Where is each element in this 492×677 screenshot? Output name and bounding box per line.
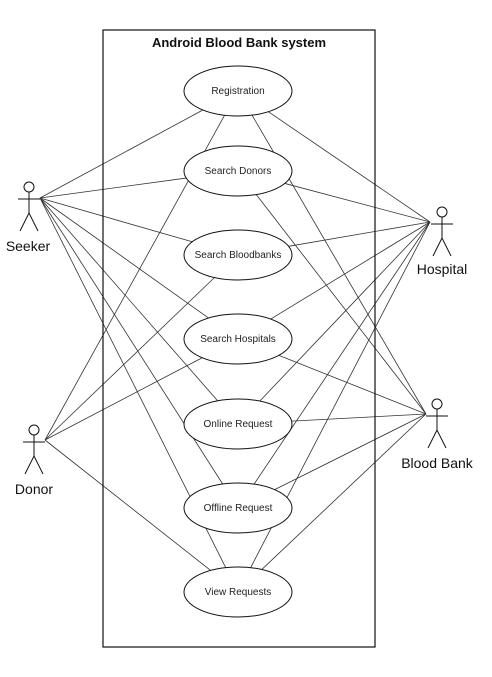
actor-label: Blood Bank — [401, 455, 474, 471]
use-case-label: Search Hospitals — [200, 334, 276, 345]
stick-figure-icon — [431, 206, 453, 257]
association-line-hospital-sh — [270, 221, 431, 320]
association-line-bloodbank-vr — [261, 413, 427, 570]
use-case-offline-request[interactable]: Offline Request — [183, 482, 293, 534]
use-case-registration[interactable]: Registration — [183, 65, 293, 117]
use-cases: Registration Search Donors Search Bloodb… — [183, 65, 293, 618]
actor-label: Donor — [15, 481, 53, 497]
actor-label: Seeker — [6, 238, 51, 254]
use-case-label: Registration — [211, 86, 264, 97]
association-line-bloodbank-sd — [255, 194, 427, 415]
association-line-hospital-or — [259, 221, 431, 402]
stick-figure-icon — [23, 424, 45, 475]
association-line-hospital-sb — [288, 221, 431, 247]
association-line-hospital-of — [253, 221, 431, 485]
use-case-search-bloodbanks[interactable]: Search Bloodbanks — [183, 229, 293, 281]
association-line-bloodbank-or — [291, 413, 427, 422]
use-case-search-hospitals[interactable]: Search Hospitals — [183, 313, 293, 365]
use-case-view-requests[interactable]: View Requests — [183, 566, 293, 618]
association-line-seeker-or — [39, 197, 219, 402]
use-case-ellipse — [183, 398, 293, 450]
stick-figure-icon — [426, 398, 448, 449]
association-line-hospital-sd — [284, 183, 431, 223]
use-case-ellipse — [183, 65, 293, 117]
actor-donor[interactable]: Donor — [15, 424, 53, 497]
use-case-label: Offline Request — [204, 503, 273, 514]
system-boundary — [102, 29, 376, 648]
association-line-donor-sb — [44, 277, 215, 441]
association-line-donor-vr — [44, 439, 211, 571]
actor-hospital[interactable]: Hospital — [417, 206, 468, 277]
use-case-ellipse — [183, 229, 293, 281]
actor-label: Hospital — [417, 261, 468, 277]
use-case-label: Search Donors — [205, 166, 272, 177]
use-case-label: View Requests — [205, 587, 272, 598]
association-line-bloodbank-of — [274, 413, 427, 491]
use-case-ellipse — [183, 482, 293, 534]
system-title: Android Blood Bank system — [152, 35, 326, 50]
association-line-seeker-sd — [39, 177, 187, 199]
use-case-ellipse — [183, 313, 293, 365]
use-case-online-request[interactable]: Online Request — [183, 398, 293, 450]
association-lines — [39, 109, 431, 571]
association-line-hospital-reg — [268, 111, 431, 223]
use-case-ellipse — [183, 145, 293, 197]
use-case-label: Online Request — [204, 419, 273, 430]
actor-seeker[interactable]: Seeker — [6, 181, 51, 254]
association-line-seeker-sb — [39, 197, 193, 243]
use-case-search-donors[interactable]: Search Donors — [183, 145, 293, 197]
association-line-bloodbank-sh — [278, 354, 427, 415]
association-line-seeker-reg — [39, 109, 204, 199]
association-line-donor-sh — [44, 357, 203, 441]
association-line-seeker-sh — [39, 197, 209, 319]
actor-blood-bank[interactable]: Blood Bank — [401, 398, 474, 471]
use-case-ellipse — [183, 566, 293, 618]
stick-figure-icon — [18, 181, 40, 232]
use-case-label: Search Bloodbanks — [195, 250, 282, 261]
